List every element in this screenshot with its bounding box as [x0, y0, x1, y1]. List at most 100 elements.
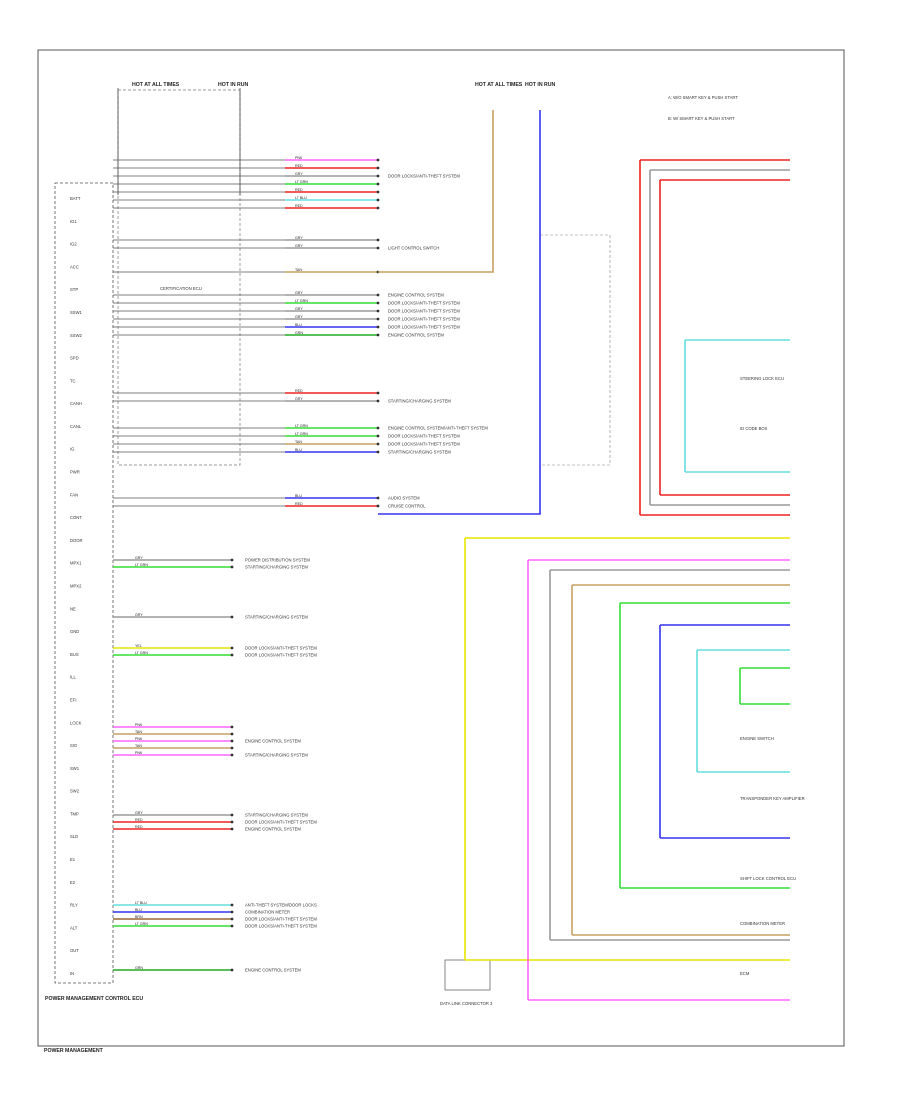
wire-color-code: LT GRN — [295, 432, 308, 436]
left-pin-label: E2 — [70, 880, 76, 885]
wire-destination: POWER DISTRIBUTION SYSTEM — [245, 558, 310, 563]
left-pin-label: LOCK — [70, 720, 82, 725]
connector-pin — [376, 434, 380, 438]
connector-pin — [376, 246, 380, 250]
connector-pin — [376, 198, 380, 202]
wire-color-code: GRY — [295, 397, 303, 401]
left-pin-label: SW1 — [70, 766, 80, 771]
wire-color-code: PNK — [135, 723, 143, 727]
connector-pin — [376, 399, 380, 403]
connector-pin — [230, 732, 234, 736]
wire-color-code: PNK — [135, 737, 143, 741]
wire-color-code: LT BLU — [295, 196, 307, 200]
left-pin-label: EFI — [70, 697, 77, 702]
left-pin-label: RLY — [70, 903, 78, 908]
wire-destination: DOOR LOCKS/ANTI-THEFT SYSTEM — [245, 917, 317, 922]
left-pin-label: SLD — [70, 834, 78, 839]
wire-color-code: LT GRN — [135, 651, 148, 655]
connector-pin — [230, 813, 234, 817]
data-link-connector-label: DATA LINK CONNECTOR 3 — [440, 1001, 493, 1006]
wire-color-code: TAN — [295, 268, 302, 272]
center-wire-groups: PNK RED GRY DOOR LOCKS/ANTI-THEFT SYSTEM LT … — [113, 110, 541, 515]
connector-pin — [230, 903, 234, 907]
wire-color-code: GRY — [295, 236, 303, 240]
component-label: ENGINE SWITCH — [740, 736, 774, 741]
left-pin-label: DOOR — [70, 538, 83, 543]
connector-pin — [230, 827, 234, 831]
wire-destination: STARTING/CHARGING SYSTEM — [388, 399, 451, 404]
right-wire-bundle — [464, 159, 790, 1001]
connector-pin — [376, 426, 380, 430]
left-pin-label: SSW1 — [70, 310, 83, 315]
wire-destination: DOOR LOCKS/ANTI-THEFT SYSTEM — [388, 317, 460, 322]
wire-color-code: LT GRN — [295, 424, 308, 428]
wire — [378, 110, 541, 515]
wire-destination: AUDIO SYSTEM — [388, 496, 420, 501]
wire-color-code: GRY — [295, 307, 303, 311]
wire-destination: DOOR LOCKS/ANTI-THEFT SYSTEM — [388, 442, 460, 447]
wire-destination: DOOR LOCKS/ANTI-THEFT SYSTEM — [245, 646, 317, 651]
wire-destination: DOOR LOCKS/ANTI-THEFT SYSTEM — [388, 174, 460, 179]
left-pin-label: ILL — [70, 675, 76, 680]
wire-destination: DOOR LOCKS/ANTI-THEFT SYSTEM — [245, 820, 317, 825]
wire-color-code: BLU — [295, 323, 302, 327]
wire-destination: ENGINE CONTROL SYSTEM — [245, 827, 301, 832]
right-fuse-label: HOT IN RUN — [525, 82, 556, 88]
wire-destination: ENGINE CONTROL SYSTEM — [388, 293, 444, 298]
wire-color-code: BLU — [135, 908, 142, 912]
wire-color-code: RED — [295, 389, 303, 393]
component-label: TRANSPONDER KEY AMPLIFIER — [740, 796, 805, 801]
connector-pin — [376, 450, 380, 454]
wire-destination: ENGINE CONTROL SYSTEM — [388, 333, 444, 338]
left-pin-label: MPX1 — [70, 561, 82, 566]
connector-pin — [230, 565, 234, 569]
wire-destination: DOOR LOCKS/ANTI-THEFT SYSTEM — [388, 325, 460, 330]
connector-pin — [376, 182, 380, 186]
wire-destination: LIGHT CONTROL SWITCH — [388, 246, 439, 251]
left-pin-label: SSW2 — [70, 333, 83, 338]
component-label: SHIFT LOCK CONTROL ECU — [740, 876, 796, 881]
wire-destination: ENGINE CONTROL SYSTEM — [245, 739, 301, 744]
connector-pin — [376, 325, 380, 329]
left-pin-label: ACC — [70, 264, 79, 269]
left-pin-list: BATTIG1IG2ACCSTPSSW1SSW2SPDTCCANHCANLIGP… — [70, 196, 83, 976]
wire-color-code: GRY — [135, 811, 143, 815]
left-module-box — [54, 182, 114, 984]
connector-pin — [230, 753, 234, 757]
left-pin-label: SPD — [70, 356, 79, 361]
wire-color-code: GRY — [135, 556, 143, 560]
wire-color-code: GRN — [135, 966, 143, 970]
wire-color-code: LT GRN — [135, 922, 148, 926]
wire-color-code: BLU — [295, 494, 302, 498]
connector-pin — [376, 333, 380, 337]
left-module-label: POWER MANAGEMENT CONTROL ECU — [45, 996, 143, 1002]
wire-destination: ENGINE CONTROL SYSTEM/ANTI-THEFT SYSTEM — [388, 426, 488, 431]
wire-destination: DOOR LOCKS/ANTI-THEFT SYSTEM — [388, 434, 460, 439]
left-pin-label: SW2 — [70, 789, 80, 794]
wire-destination: STARTING/CHARGING SYSTEM — [388, 450, 451, 455]
connector-pin — [230, 917, 234, 921]
left-pin-label: MPX2 — [70, 584, 82, 589]
left-pin-label: BUS — [70, 652, 79, 657]
left-pin-label: STP — [70, 287, 78, 292]
wire-color-code: PNK — [295, 156, 303, 160]
left-pin-label: GND — [70, 629, 79, 634]
wire-destination: DOOR LOCKS/ANTI-THEFT SYSTEM — [388, 309, 460, 314]
wire-color-code: YEL — [135, 644, 142, 648]
inner-module-label: CERTIFICATION ECU — [160, 286, 202, 291]
connector-pin — [230, 653, 234, 657]
connector-pin — [376, 309, 380, 313]
wire-destination: STARTING/CHARGING SYSTEM — [245, 753, 308, 758]
wire — [378, 110, 494, 273]
wire-destination: ANTI-THEFT SYSTEM/DOOR LOCKS — [245, 903, 317, 908]
connector-pin — [230, 558, 234, 562]
wire-color-code: RED — [135, 825, 143, 829]
wire-color-code: RED — [135, 818, 143, 822]
left-pin-label: FAN — [70, 492, 78, 497]
left-pin-label: CONT — [70, 515, 82, 520]
left-pin-label: NE — [70, 606, 76, 611]
wire-destination: CRUISE CONTROL — [388, 504, 426, 509]
wire-color-code: RED — [295, 204, 303, 208]
